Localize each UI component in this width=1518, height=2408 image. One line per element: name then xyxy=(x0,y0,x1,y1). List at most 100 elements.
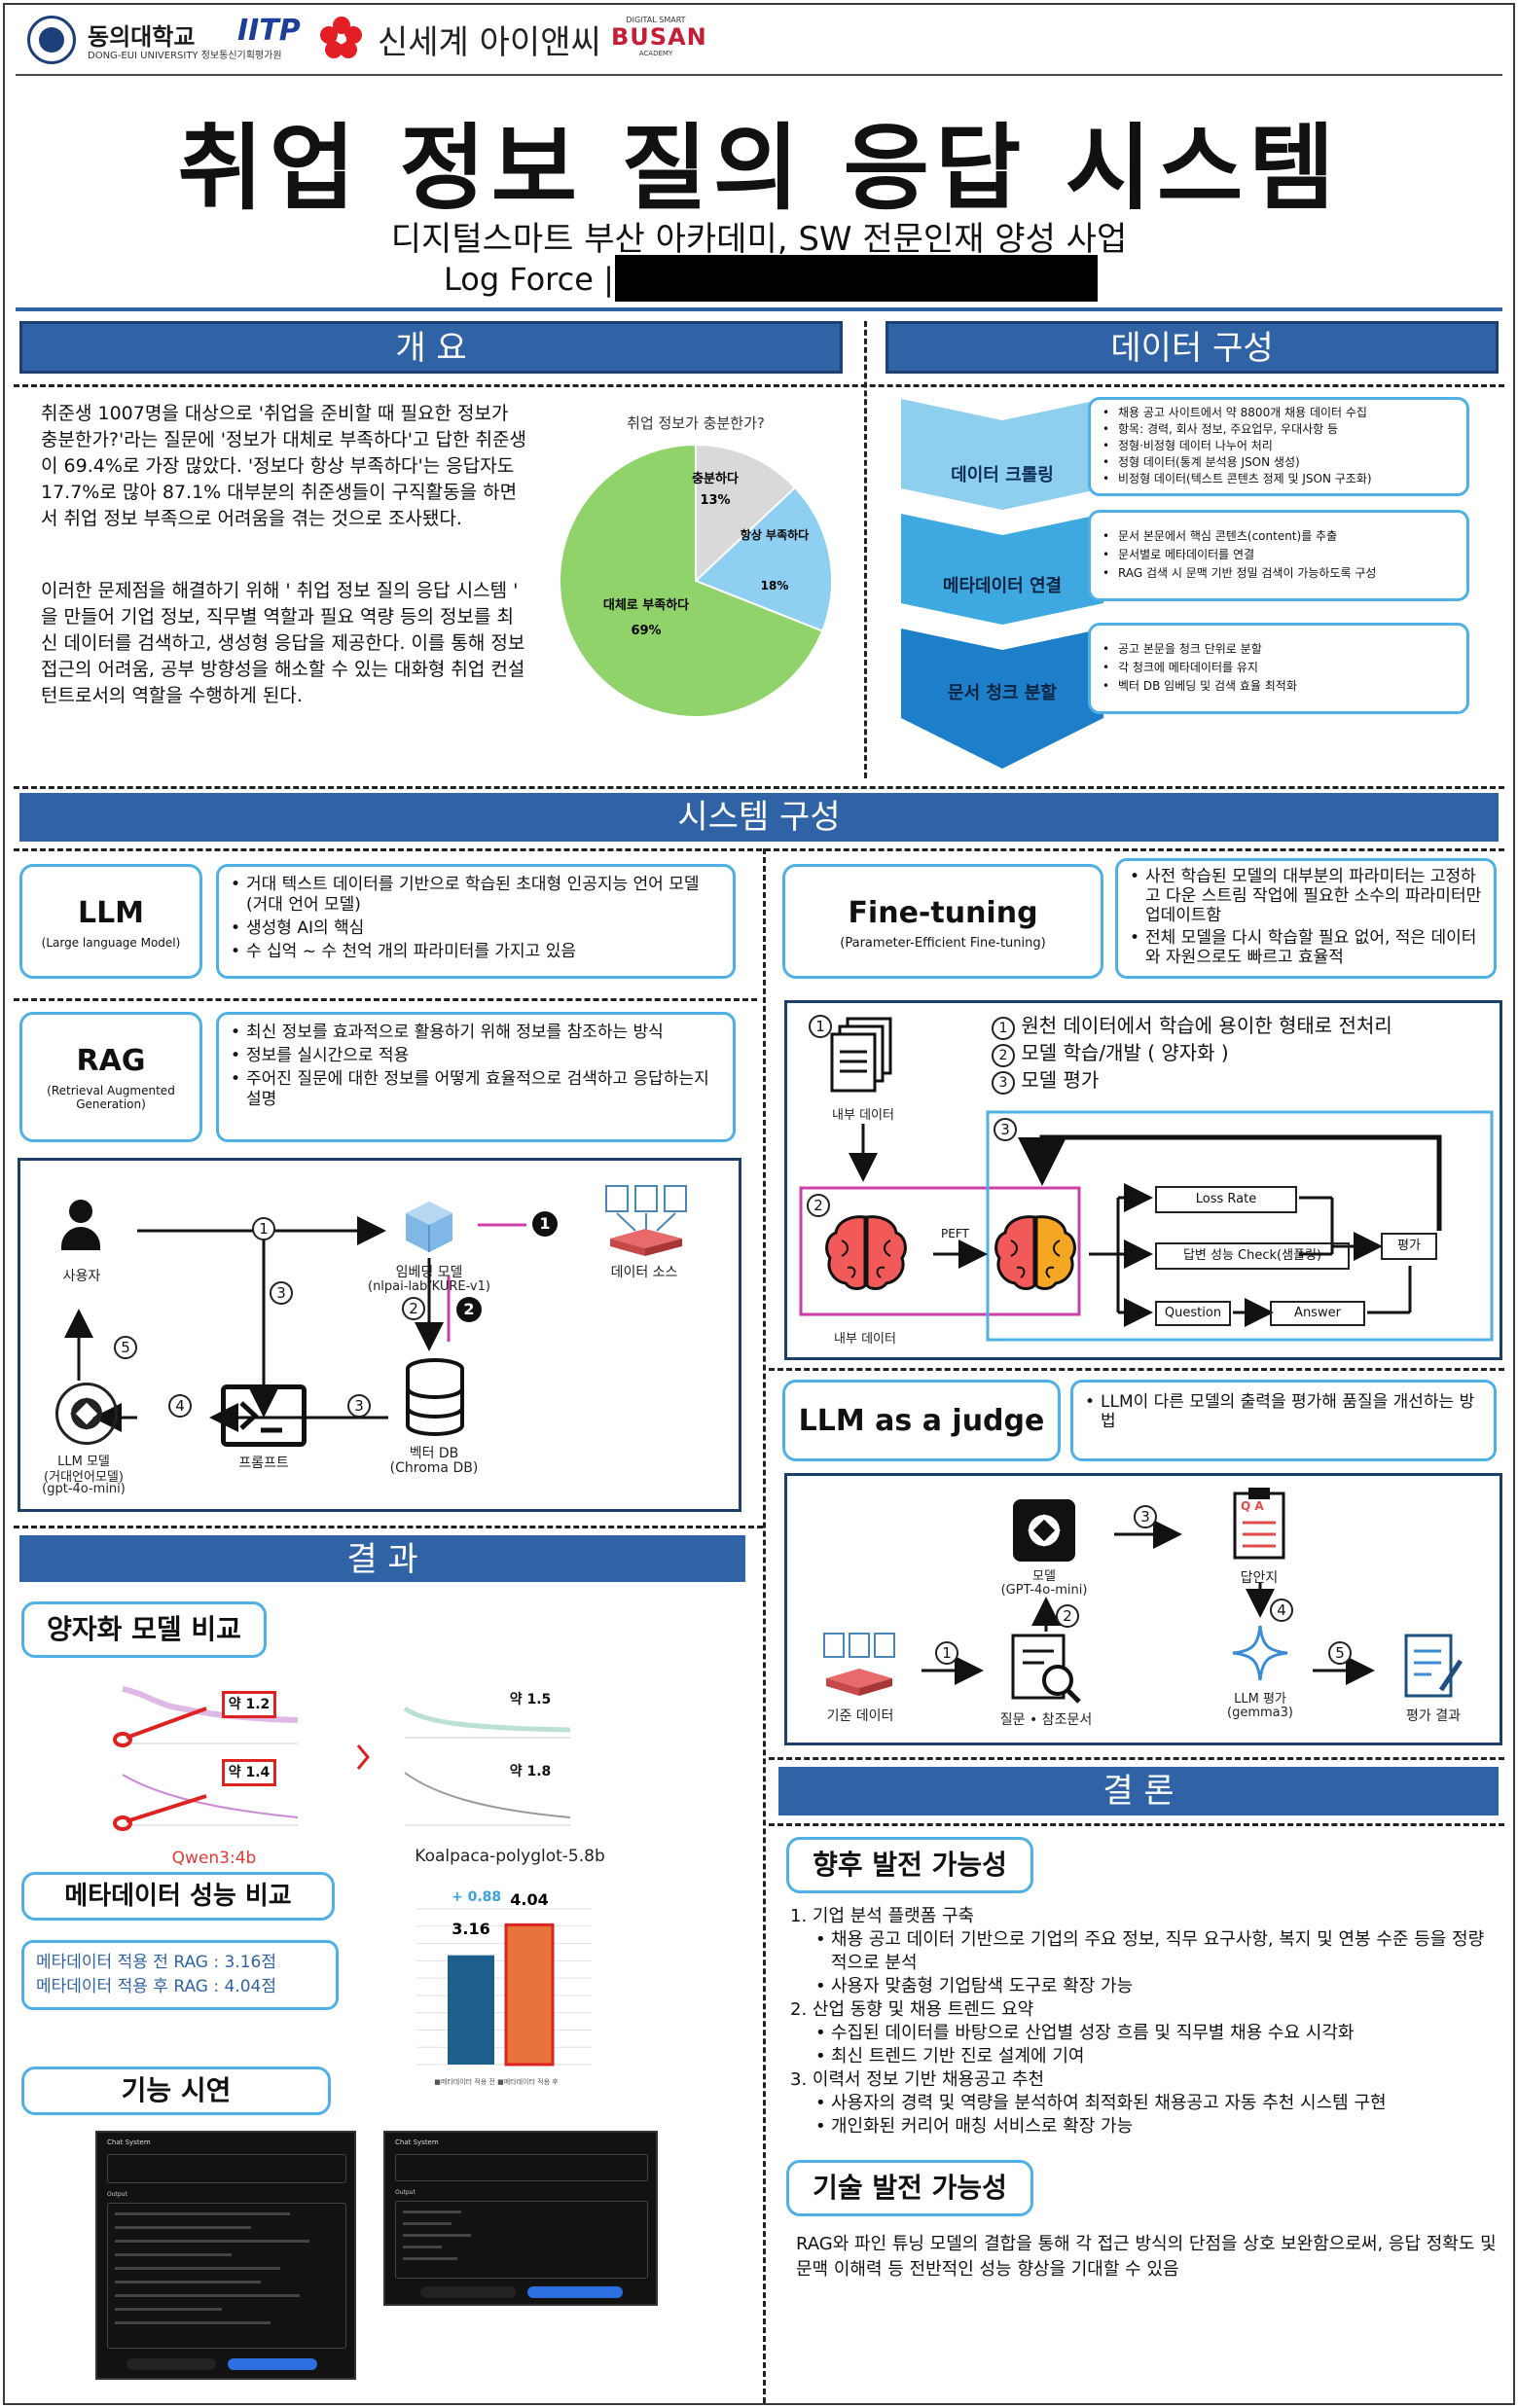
quant-title: 양자화 모델 비교 xyxy=(21,1601,267,1658)
poster-frame xyxy=(3,3,1515,2405)
overview-para-1: 취준생 1007명을 대상으로 '취업을 준비할 때 필요한 정보가 충분한가?… xyxy=(41,403,526,529)
q-label-4: 약 1.8 xyxy=(504,1761,557,1786)
chevron-meta xyxy=(901,514,1103,625)
ft-step3-marker: 3 xyxy=(994,1118,1017,1141)
demo-1-clear-button[interactable] xyxy=(126,2358,216,2370)
ft-input-label: 내부 데이터 xyxy=(832,1108,894,1123)
bar-after xyxy=(504,1923,555,2067)
redacted-names xyxy=(615,255,1098,302)
chunk-item: 벡터 DB 임베딩 및 검색 효율 최적화 xyxy=(1101,678,1457,694)
meta-item: 문서 본문에서 핵심 콘텐츠(content)를 추출 xyxy=(1101,528,1457,544)
ft-step-3: 3 모델 평가 xyxy=(992,1067,1498,1095)
bar-value-before: 3.16 xyxy=(452,1920,489,1938)
partner-logo: 신세계 아이앤씨 xyxy=(378,23,601,62)
demo-2-submit-button[interactable] xyxy=(527,2286,623,2298)
future-sub: 사용자의 경력 및 역량을 분석하여 최적화된 채용공고 자동 추천 시스템 구… xyxy=(813,2092,1493,2115)
demo-screenshot-2: Chat System Output xyxy=(383,2131,658,2306)
section-system: 시스템 구성 xyxy=(19,793,1499,842)
judge-desc: LLM이 다른 모델의 출력을 평가해 품질을 개선하는 방법 xyxy=(1070,1380,1497,1461)
judge-title-box: LLM as a judge xyxy=(782,1380,1061,1461)
rag-title: RAG xyxy=(76,1044,146,1078)
rag-desc: 최신 정보를 효과적으로 활용하기 위해 정보를 참조하는 방식 정보를 실시간… xyxy=(216,1012,736,1142)
qa-text: Q A xyxy=(1241,1499,1264,1513)
db-sub: (Chroma DB) xyxy=(389,1460,479,1476)
row3-divider xyxy=(14,848,1504,851)
future-item-1-subs: 채용 공고 데이터 기반으로 기업의 주요 정보, 직무 요구사항, 복지 및 … xyxy=(813,1928,1493,1998)
team-name: Log Force | xyxy=(444,261,614,298)
eval-result-label: 평가 결과 xyxy=(1406,1708,1461,1724)
future-list: 1. 기업 분석 플랫폼 구축 채용 공고 데이터 기반으로 기업의 주요 정보… xyxy=(790,1905,1493,2138)
prompt-label: 프롬프트 xyxy=(238,1456,289,1471)
rag-item: 정보를 실시간으로 적용 xyxy=(229,1046,723,1066)
pie-pct-mostly: 69% xyxy=(631,624,661,638)
univ-name: 동의대학교 xyxy=(88,23,196,51)
demo-1-submit-button[interactable] xyxy=(228,2358,317,2370)
ft-divider xyxy=(769,1368,1504,1371)
demo-title: 기능 시연 xyxy=(21,2067,331,2115)
sparkle-icon xyxy=(1229,1622,1291,1684)
ft-arrows xyxy=(799,1110,1494,1342)
bar-before xyxy=(448,1955,494,2065)
chunk-item: 각 청크에 메타데이터를 유지 xyxy=(1101,660,1457,675)
demo-screenshot-1: Chat System Output xyxy=(95,2131,356,2380)
brain-red-icon xyxy=(822,1211,910,1293)
step-crawl-label: 데이터 크롤링 xyxy=(951,465,1054,485)
crawl-item: 채용 공고 사이트에서 약 8800개 채용 데이터 수집 xyxy=(1101,406,1457,419)
q-label-2: 약 1.4 xyxy=(222,1759,276,1786)
pie-label-always: 항상 부족하다 xyxy=(741,527,809,542)
rag-diagram: 사용자 임베딩 모델 (nlpai-lab/KURE-v1) 데이터 소스 LL… xyxy=(18,1158,741,1512)
llm-list: 거대 텍스트 데이터를 기반으로 학습된 초대형 인공지능 언어 모델 (거대 … xyxy=(229,875,723,962)
llm-model-sub2: (gpt-4o-mini) xyxy=(42,1482,126,1496)
meta-list: 문서 본문에서 핵심 콘텐츠(content)를 추출 문서별로 메타데이터를 … xyxy=(1101,528,1457,581)
llm-desc: 거대 텍스트 데이터를 기반으로 학습된 초대형 인공지능 언어 모델 (거대 … xyxy=(216,864,736,979)
step-1-marker: 1 xyxy=(252,1217,275,1240)
overview-para-2: 이러한 문제점을 해결하기 위해 ' 취업 정보 질의 응답 시스템 ' 을 만… xyxy=(41,580,525,706)
model-b-label: Koalpaca-polyglot-5.8b xyxy=(415,1847,605,1866)
flower-logo-icon xyxy=(317,14,366,62)
quant-charts xyxy=(113,1686,571,1831)
meta-details: 문서 본문에서 핵심 콘텐츠(content)를 추출 문서별로 메타데이터를 … xyxy=(1088,510,1469,601)
row2-divider xyxy=(14,786,1504,789)
ft-step-1: 1 원천 데이터에서 학습에 용이한 형태로 전처리 xyxy=(992,1013,1498,1040)
step-chunk-label: 문서 청크 분할 xyxy=(948,683,1057,703)
loss-rate-box: Loss Rate xyxy=(1155,1186,1297,1213)
embed-sub: (nlpai-lab/KURE-v1) xyxy=(368,1279,490,1294)
crawl-details: 채용 공고 사이트에서 약 8800개 채용 데이터 수집 항목: 경력, 회사… xyxy=(1088,397,1469,496)
j-step3: 3 xyxy=(1134,1505,1157,1528)
terminal-icon xyxy=(221,1384,307,1447)
bar-diff-label: + 0.88 xyxy=(452,1889,501,1905)
step-4-marker: 4 xyxy=(168,1394,192,1418)
ft-step-2: 2 모델 학습/개발 ( 양자화 ) xyxy=(992,1040,1498,1067)
demo-2-clear-button[interactable] xyxy=(420,2286,516,2298)
judge-list: LLM이 다른 모델의 출력을 평가해 품질을 개선하는 방법 xyxy=(1083,1392,1484,1431)
data-source-icon xyxy=(600,1184,690,1256)
pie-chart: 충분하다 13% 항상 부족하다 18% 대체로 부족하다 69% xyxy=(559,443,833,718)
judge-model-label: 모델 xyxy=(1032,1569,1056,1584)
j-step2: 2 xyxy=(1056,1604,1079,1628)
bar-legend: ■메타데이터 적용 전 ■메타데이터 적용 후 xyxy=(434,2077,559,2086)
ft-title-box: Fine-tuning (Parameter-Efficient Fine-tu… xyxy=(782,864,1103,979)
brain-mixed-icon xyxy=(992,1211,1079,1293)
chunk-details: 공고 본문을 청크 단위로 분할 각 청크에 메타데이터를 유지 벡터 DB 임… xyxy=(1088,623,1469,714)
llm-sub: (Large language Model) xyxy=(41,936,181,950)
section-data: 데이터 구성 xyxy=(886,321,1499,374)
pie-pct-sufficient: 13% xyxy=(700,493,730,508)
demo-1-output: Output xyxy=(107,2191,127,2198)
rag-title-box: RAG (Retrieval Augmented Generation) xyxy=(19,1012,202,1142)
conclusion-divider-top xyxy=(769,1757,1504,1760)
user-icon xyxy=(59,1200,102,1254)
openai-icon xyxy=(55,1383,118,1445)
meta-title: 메타데이터 성능 비교 xyxy=(21,1872,335,1921)
poster-title: 취업 정보 질의 응답 시스템 xyxy=(177,114,1341,223)
j-step4: 4 xyxy=(1270,1599,1293,1622)
ft-title: Fine-tuning xyxy=(848,896,1038,930)
rag-item: 최신 정보를 효과적으로 활용하기 위해 정보를 참조하는 방식 xyxy=(229,1023,723,1043)
meta-before: 메타데이터 적용 전 RAG : 3.16점 xyxy=(36,1953,276,1972)
col-divider-top xyxy=(864,321,867,778)
base-data-label: 기준 데이터 xyxy=(826,1708,894,1724)
judge-model-sub: (GPT-4o-mini) xyxy=(1000,1583,1088,1598)
row1-divider xyxy=(14,384,1504,387)
step-2b-marker: 2 xyxy=(456,1297,482,1322)
title-divider xyxy=(16,307,1502,311)
col-divider-mid xyxy=(763,848,766,2403)
